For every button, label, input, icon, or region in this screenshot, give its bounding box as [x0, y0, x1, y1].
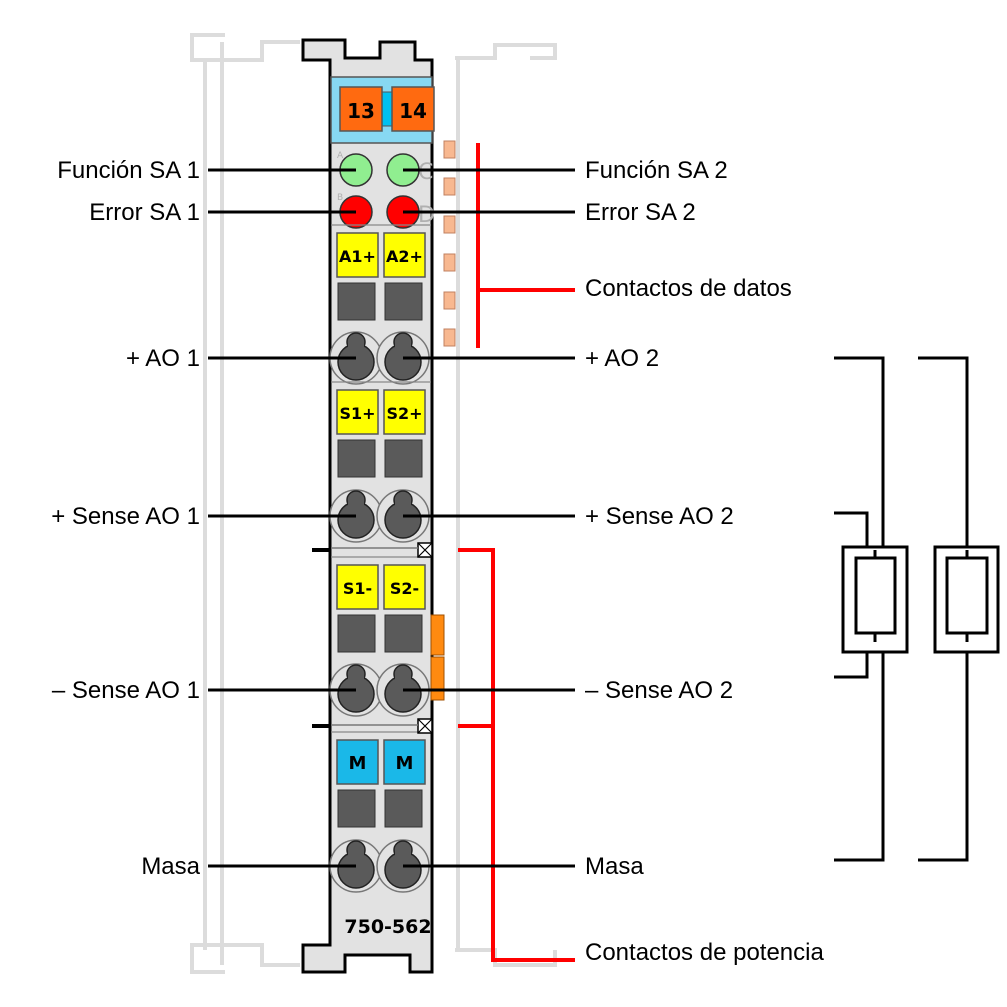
label-error-sa1: Error SA 1 [89, 199, 200, 226]
label-error-sa2: Error SA 2 [585, 199, 696, 226]
data-contacts [443, 140, 456, 347]
label-plus-sense-ao2: + Sense AO 2 [585, 503, 734, 530]
terminal-label-text: M [396, 753, 414, 774]
terminal-label [336, 739, 379, 785]
label-ground-1: Masa [141, 853, 200, 880]
led-letter-c: C [418, 160, 433, 185]
terminal-label [336, 564, 379, 610]
terminal-label-text: S1- [343, 579, 372, 598]
terminal-label-text: M [349, 753, 367, 774]
label-minus-sense-ao1: – Sense AO 1 [52, 677, 200, 704]
label-function-sa2: Función SA 2 [585, 157, 728, 184]
led-letter-a: A [337, 151, 344, 161]
release-button[interactable] [384, 789, 423, 828]
terminal-number: 14 [399, 99, 427, 123]
led-letter-b: B [337, 193, 343, 203]
terminal-group: S1- S2- [329, 556, 431, 717]
release-button[interactable] [337, 614, 376, 653]
release-button[interactable] [384, 439, 423, 478]
label-plus-ao1: + AO 1 [126, 345, 200, 372]
top-terminal-13: 13 [339, 86, 383, 132]
release-button[interactable] [384, 282, 423, 321]
label-plus-ao2: + AO 2 [585, 345, 659, 372]
terminal-label [336, 232, 379, 278]
terminal-label [383, 564, 426, 610]
terminal-label-text: S1+ [339, 404, 375, 423]
terminal-label [383, 739, 426, 785]
terminal-label-text: S2+ [386, 404, 422, 423]
terminal-label [383, 389, 426, 435]
label-data-contacts: Contactos de datos [585, 275, 792, 302]
sensor-load-resistor-2 [918, 356, 1000, 862]
top-terminal-14: 14 [391, 86, 435, 132]
release-button[interactable] [337, 439, 376, 478]
terminal-group: S1+ S2+ [329, 381, 431, 543]
label-power-contacts: Contactos de potencia [585, 939, 824, 966]
terminal-label [383, 232, 426, 278]
power-contacts-bracket [458, 548, 575, 962]
power-contact-markers [312, 542, 445, 734]
terminal-label-text: A1+ [339, 247, 376, 266]
sensor-load-resistor-1 [834, 356, 909, 862]
release-button[interactable] [337, 282, 376, 321]
terminal-label-text: S2- [390, 579, 419, 598]
label-plus-sense-ao1: + Sense AO 1 [51, 503, 200, 530]
terminal-slots: A1+ A2+ S1+ S2+ S1- S2- M M [329, 224, 431, 893]
data-contacts-bracket [476, 143, 575, 348]
leader-lines [208, 168, 575, 868]
label-function-sa1: Función SA 1 [57, 157, 200, 184]
terminal-label-text: A2+ [386, 247, 423, 266]
label-minus-sense-ao2: – Sense AO 2 [585, 677, 733, 704]
part-number: 750-562 [344, 916, 431, 938]
led-letter-d: D [418, 203, 435, 228]
release-button[interactable] [384, 614, 423, 653]
terminal-number: 13 [347, 99, 375, 123]
label-ground-2: Masa [585, 853, 644, 880]
neighbour-module-outlines [190, 33, 557, 974]
release-button[interactable] [337, 789, 376, 828]
terminal-label [336, 389, 379, 435]
